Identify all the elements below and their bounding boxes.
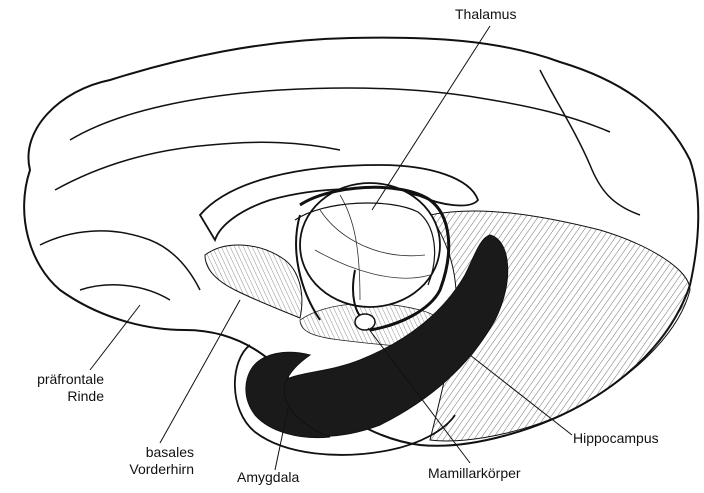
mamillary-body [355,314,375,330]
label-basal-forebrain: basales Vorderhirn [90,444,194,478]
label-amygdala-text: Amygdala [237,469,299,485]
label-basal-line1: basales [90,444,194,461]
label-prefrontal-line1: präfrontale [18,371,104,388]
label-prefrontal-cortex: präfrontale Rinde [18,371,104,405]
thalamus-body [300,183,440,307]
label-hippocampus: Hippocampus [573,430,659,447]
label-prefrontal-line2: Rinde [18,388,104,405]
label-basal-line2: Vorderhirn [90,461,194,478]
label-thalamus-text: Thalamus [455,6,516,22]
label-hippocampus-text: Hippocampus [573,430,659,446]
label-thalamus: Thalamus [455,6,516,23]
label-amygdala: Amygdala [237,469,299,486]
label-mamillary-text: Mamillarkörper [428,465,521,481]
label-mamillary-body: Mamillarkörper [428,465,521,482]
